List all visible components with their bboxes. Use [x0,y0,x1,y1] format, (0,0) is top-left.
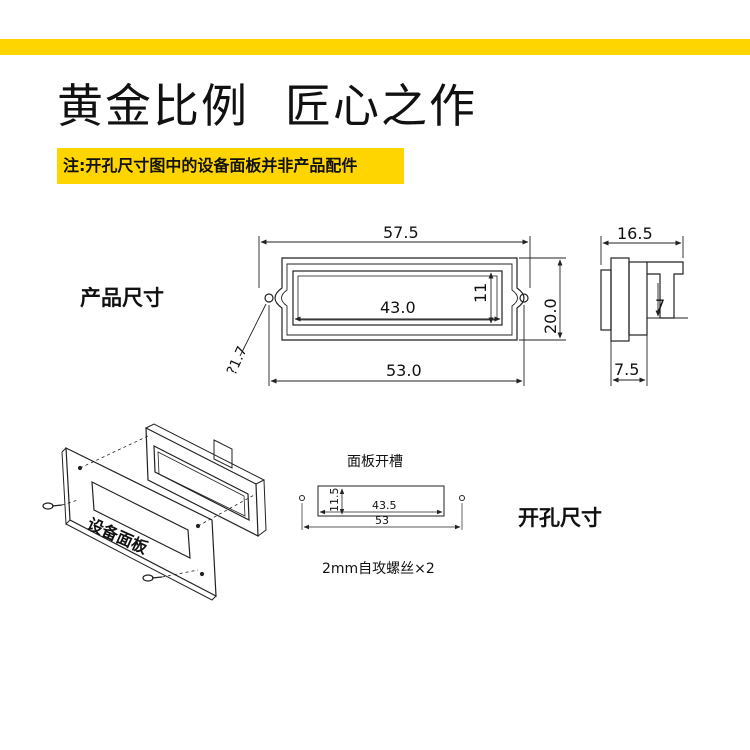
headline: 黄金比例匠心之作 [57,78,477,134]
dim-terminal-text: 7 [655,296,665,315]
front-outer-outline [274,257,525,341]
dim-hole-spacing-text: 53.0 [386,361,422,380]
side-body [600,269,612,331]
side-terminal [647,261,684,319]
iso-assembly [42,423,267,601]
slot-rect [317,485,445,517]
screw-icon [42,502,63,510]
iso-product-front [145,427,259,537]
mount-hole-left [264,293,274,303]
dim-slot-spacing-text: 53 [375,514,389,527]
dim-window-width-text: 43.0 [380,298,416,317]
dim-slot-width-text: 43.5 [372,499,397,512]
mount-hole-right [519,293,529,303]
dim-depth-text: 16.5 [617,224,653,243]
side-view [600,257,684,342]
headline-part2: 匠心之作 [285,79,477,133]
side-flange [610,257,630,342]
dim-slot-height-text: 11.5 [328,488,341,513]
front-window [292,270,503,326]
dim-flange-text: 7.5 [614,360,639,379]
slot-hole-right [459,495,465,501]
iso-product-window [153,445,250,521]
dim-depth [600,236,684,265]
top-accent-bar [0,39,750,55]
dim-hole-dia-text: ?1.7 [224,344,251,378]
side-housing [628,261,648,336]
hole-leader [239,303,267,357]
dim-height-text: 20.0 [541,298,560,334]
dim-flange [610,335,648,386]
iso-terminal [213,439,233,469]
headline-part1: 黄金比例 [57,79,249,133]
product-size-label: 产品尺寸 [80,286,164,310]
screw-icon [142,574,163,582]
slot-drawing [299,485,465,530]
screws-label: 2mm自攻螺丝×2 [322,561,435,577]
cutout-size-label: 开孔尺寸 [518,506,602,530]
dim-width-total-text: 57.5 [383,223,419,242]
dim-height [519,257,566,341]
dim-hole-spacing [268,305,525,386]
dim-width-total [258,236,531,288]
panel-cutout [91,480,191,560]
front-inner-outline [281,263,518,336]
dim-terminal [647,283,688,319]
dim-window-height-text: 11 [471,283,490,303]
note-banner: 注:开孔尺寸图中的设备面板并非产品配件 [57,148,404,184]
panel-slot-label: 面板开槽 [347,454,403,470]
slot-hole-left [299,495,305,501]
